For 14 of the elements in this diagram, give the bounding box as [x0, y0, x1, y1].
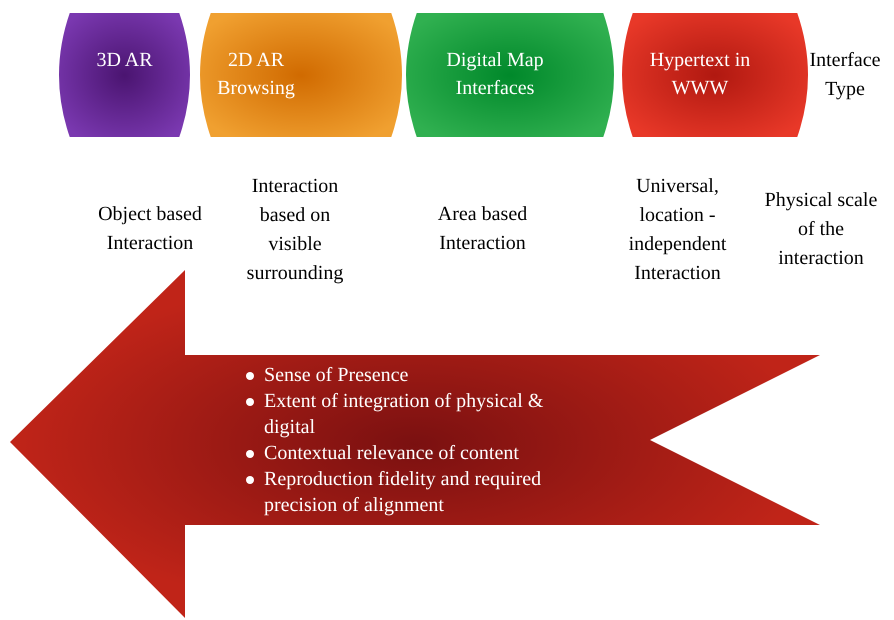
bullet-item: Contextual relevance of content: [244, 440, 594, 466]
interaction-label: Interaction based on visible surrounding: [246, 174, 344, 286]
interaction-label: Object based Interaction: [97, 202, 203, 256]
bullet-item: Sense of Presence: [244, 362, 594, 388]
interaction-label: Interface Type: [808, 48, 882, 102]
tab-label: Hypertext in WWW: [648, 48, 752, 101]
tab-label: Digital Map Interfaces: [445, 48, 545, 101]
tab-label: 2D AR Browsing: [216, 48, 296, 101]
interaction-label: Area based Interaction: [436, 202, 528, 256]
bullet-item: Extent of integration of physical & digital: [244, 388, 594, 440]
interaction-label: Physical scale of the interaction: [764, 188, 878, 271]
bullet-item: Reproduction fidelity and required precision of alignment: [244, 466, 594, 518]
tab-label: 3D AR: [95, 48, 154, 73]
interaction-label: Universal, location - independent Interaction: [628, 174, 728, 286]
